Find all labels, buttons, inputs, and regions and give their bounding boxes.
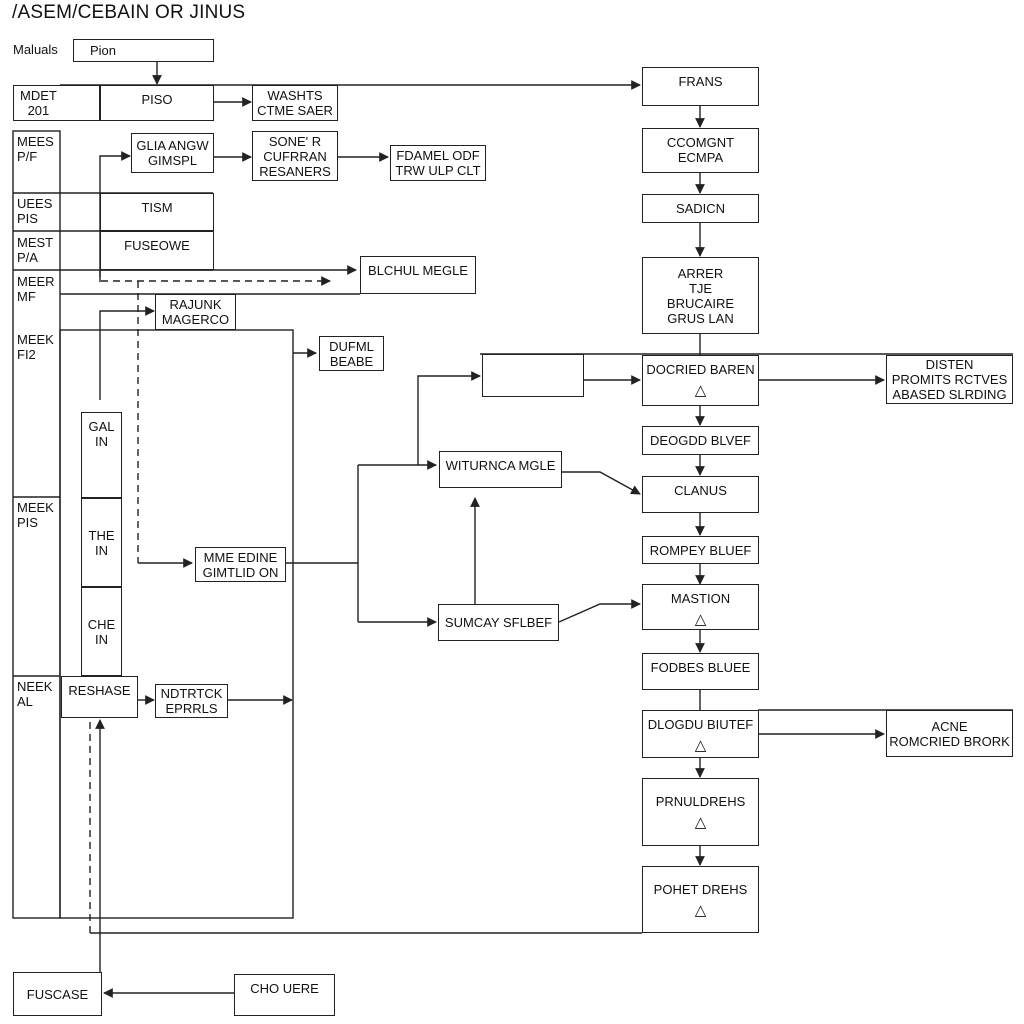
box-sumcay[interactable]: SUMCAY SFLBEF bbox=[438, 604, 559, 641]
box-chouere[interactable]: CHO UERE bbox=[234, 974, 335, 1016]
box-fuseowe[interactable]: FUSEOWE bbox=[100, 231, 214, 270]
box-the[interactable]: THE IN bbox=[81, 498, 122, 587]
triangle-icon: △ bbox=[694, 611, 707, 628]
row-label-1: MEES P/F bbox=[17, 134, 54, 164]
box-sadicn[interactable]: SADICN bbox=[642, 194, 759, 223]
row-label-4: MEER MF bbox=[17, 274, 55, 304]
box-fodbes[interactable]: FODBES BLUEE bbox=[642, 653, 759, 690]
box-disten[interactable]: DISTEN PROMITS RCTVES ABASED SLRDING bbox=[886, 355, 1013, 404]
box-ccomgnt[interactable]: CCOMGNT ECMPA bbox=[642, 128, 759, 173]
box-prnuldrehs[interactable]: PRNULDREHS △ bbox=[642, 778, 759, 846]
box-sone[interactable]: SONE' R CUFRRAN RESANERS bbox=[252, 131, 338, 181]
row-label-6: MEEK PIS bbox=[17, 500, 54, 530]
box-glia[interactable]: GLIA ANGW GIMSPL bbox=[131, 133, 214, 173]
header-input[interactable]: Pion bbox=[73, 39, 214, 62]
box-reshase[interactable]: RESHASE bbox=[61, 676, 138, 718]
box-arrer[interactable]: ARRER TJE BRUCAIRE GRUS LAN bbox=[642, 257, 759, 334]
row-label-text: MDET 201 bbox=[20, 88, 57, 118]
box-gal[interactable]: GAL IN bbox=[81, 412, 122, 498]
triangle-icon: △ bbox=[694, 901, 707, 919]
box-pohet-label: POHET DREHS bbox=[653, 881, 748, 897]
box-prnuldrehs-label: PRNULDREHS bbox=[655, 794, 746, 809]
box-dlogdu[interactable]: DLOGDU BIUTEF △ bbox=[642, 710, 759, 758]
box-dufml[interactable]: DUFML BEABE bbox=[319, 336, 384, 371]
row-label-2: UEES PIS bbox=[17, 196, 53, 226]
box-rajunk[interactable]: RAJUNK MAGERCO bbox=[155, 294, 236, 330]
box-clanus[interactable]: CLANUS bbox=[642, 476, 759, 513]
triangle-icon: △ bbox=[694, 737, 707, 754]
row-label-7: NEEK AL bbox=[17, 679, 53, 709]
box-frans[interactable]: FRANS bbox=[642, 67, 759, 106]
box-mme[interactable]: MME EDINE GIMTLID ON bbox=[195, 547, 286, 582]
box-witurnca[interactable]: WITURNCA MGLE bbox=[439, 451, 562, 488]
box-blchul[interactable]: BLCHUL MEGLE bbox=[360, 256, 476, 294]
box-washts[interactable]: WASHTS CTME SAER bbox=[252, 85, 338, 121]
row-label-0: MDET 201 bbox=[13, 85, 100, 121]
box-mastion-label: MASTION bbox=[670, 591, 731, 606]
row-label-5: MEEK FI2 bbox=[17, 332, 54, 362]
box-rompey[interactable]: ROMPEY BLUEF bbox=[642, 536, 759, 564]
box-acne[interactable]: ACNE ROMCRIED BRORK bbox=[886, 710, 1013, 757]
box-docried-label: DOCRIED BAREN bbox=[646, 362, 755, 377]
box-mastion[interactable]: MASTION △ bbox=[642, 584, 759, 630]
box-deogdd[interactable]: DEOGDD BLVEF bbox=[642, 426, 759, 455]
box-ndtrtck[interactable]: NDTRTCK EPRRLS bbox=[155, 684, 228, 718]
triangle-icon: △ bbox=[694, 814, 707, 831]
header-label: Maluals bbox=[13, 42, 58, 57]
row-label-3: MEST P/A bbox=[17, 235, 54, 265]
box-che[interactable]: CHE IN bbox=[81, 587, 122, 676]
box-riprct[interactable] bbox=[482, 354, 584, 397]
box-fuscase[interactable]: FUSCASE bbox=[13, 972, 102, 1016]
box-docried[interactable]: DOCRIED BAREN △ bbox=[642, 355, 759, 406]
triangle-icon: △ bbox=[694, 382, 707, 399]
box-fdamel[interactable]: FDAMEL ODF TRW ULP CLT bbox=[390, 145, 486, 181]
box-pohet[interactable]: POHET DREHS △ bbox=[642, 866, 759, 933]
box-piso[interactable]: PISO bbox=[100, 85, 214, 121]
diagram-title: /ASEM/CEBAIN OR JINUS bbox=[12, 2, 246, 23]
left-group-frame bbox=[59, 329, 294, 919]
box-dlogdu-label: DLOGDU BIUTEF bbox=[647, 717, 754, 732]
box-tism[interactable]: TISM bbox=[100, 193, 214, 231]
